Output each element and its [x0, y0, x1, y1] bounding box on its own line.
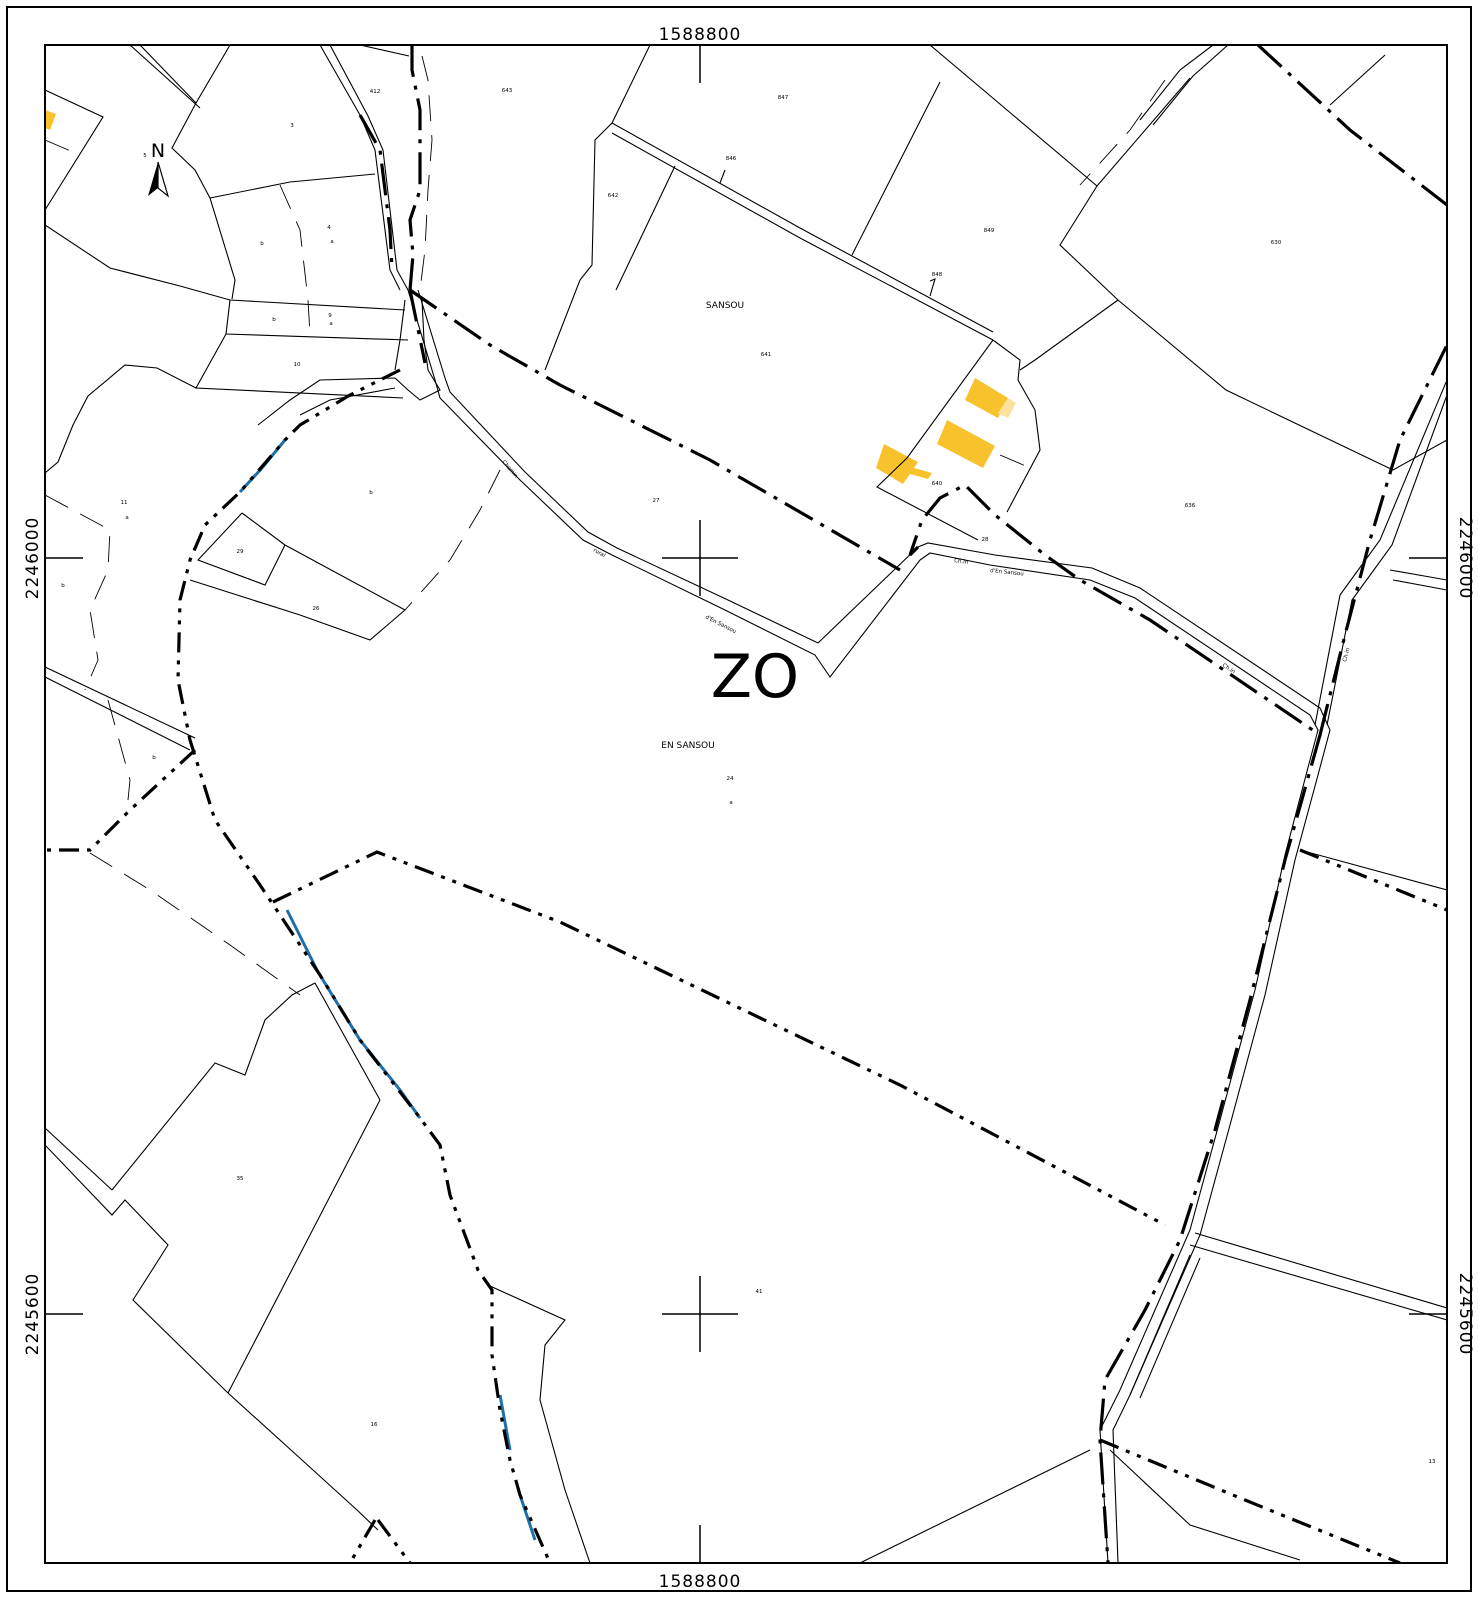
parcel-label: 11 [121, 500, 128, 506]
parcel-label: 4 [327, 225, 331, 231]
lieu-dit-label: SANSOU [706, 301, 744, 311]
parcel-label: a [125, 515, 128, 521]
building [876, 444, 932, 484]
parcel-label: b [272, 317, 276, 323]
parcel-label: 16 [371, 1422, 378, 1428]
parcel-label: b [369, 490, 373, 496]
road-label: Ch.in [954, 558, 969, 566]
parcel-label: 29 [237, 549, 244, 555]
map-frame [44, 44, 1448, 1564]
road-label: rural [592, 548, 607, 560]
parcel-label: 26 [313, 606, 320, 612]
commune-boundary [358, 45, 1447, 1563]
parcel-label: 28 [982, 537, 989, 543]
parcel-label: 412 [370, 89, 381, 95]
parcel-label: 3 [290, 123, 294, 129]
parcel-boundaries [45, 45, 1447, 1563]
parcel-label: 24 [727, 776, 734, 782]
parcel-label: 630 [1271, 240, 1282, 246]
parcel-label: 27 [653, 498, 660, 504]
parcel-label: 849 [984, 228, 995, 234]
parcel-label: 35 [237, 1176, 244, 1182]
coord-y-lower-right: 2245600 [1455, 1273, 1475, 1356]
parcel-label: 5 [143, 153, 147, 159]
parcel-label: 846 [726, 156, 737, 162]
page-frame [6, 6, 1472, 1592]
coord-y-upper-right: 2246000 [1455, 517, 1475, 600]
section-boundary [45, 368, 1447, 1563]
parcel-label: 641 [761, 352, 772, 358]
roads [407, 45, 1447, 1563]
road-label: Ch.in [1342, 647, 1352, 663]
parcel-label: 13 [1429, 1459, 1436, 1465]
building [937, 420, 995, 468]
subdivision-lines [45, 55, 1166, 996]
parcel-label: 636 [1185, 503, 1196, 509]
parcel-label: b [61, 583, 65, 589]
parcel-label: 847 [778, 95, 789, 101]
parcel-label: a [729, 800, 732, 806]
parcel-label: 9 [328, 313, 332, 319]
grid-ticks [45, 45, 1447, 1563]
parcel-label: 640 [932, 481, 943, 487]
section-label: ZO [711, 642, 799, 712]
road-labels: Chemin rural d'En Sansou Ch.in d'En Sans… [500, 459, 1351, 675]
parcel-label: b [260, 241, 264, 247]
coord-x-bottom: 1588800 [659, 1572, 742, 1592]
parcel-label: 848 [932, 272, 943, 278]
building [998, 398, 1016, 418]
building [965, 378, 1008, 418]
parcel-label: b [152, 755, 156, 761]
parcel-label: a [329, 321, 332, 327]
road-label: d'En Sansou [704, 614, 737, 635]
coord-y-lower-left: 2245600 [23, 1273, 43, 1356]
building [45, 110, 56, 130]
parcel-labels: 412 643 847 3 5 4 a b 846 642 849 630 84… [61, 88, 1436, 1465]
parcel-label: 41 [756, 1289, 763, 1295]
parcel-label: 642 [608, 193, 619, 199]
water-course [238, 439, 537, 1541]
parcel-label: 10 [294, 362, 301, 368]
map-content [45, 45, 1447, 1563]
parcel-label: 643 [502, 88, 513, 94]
north-label: N [151, 140, 165, 162]
lieu-dit-label: EN SANSOU [661, 741, 714, 751]
north-arrow: N [148, 140, 170, 198]
road-label: d'En Sansou [990, 568, 1024, 577]
coord-y-upper-left: 2246000 [23, 517, 43, 600]
coord-x-top: 1588800 [659, 25, 742, 45]
parcel-label: a [330, 239, 333, 245]
north-arrow-icon [148, 162, 158, 196]
